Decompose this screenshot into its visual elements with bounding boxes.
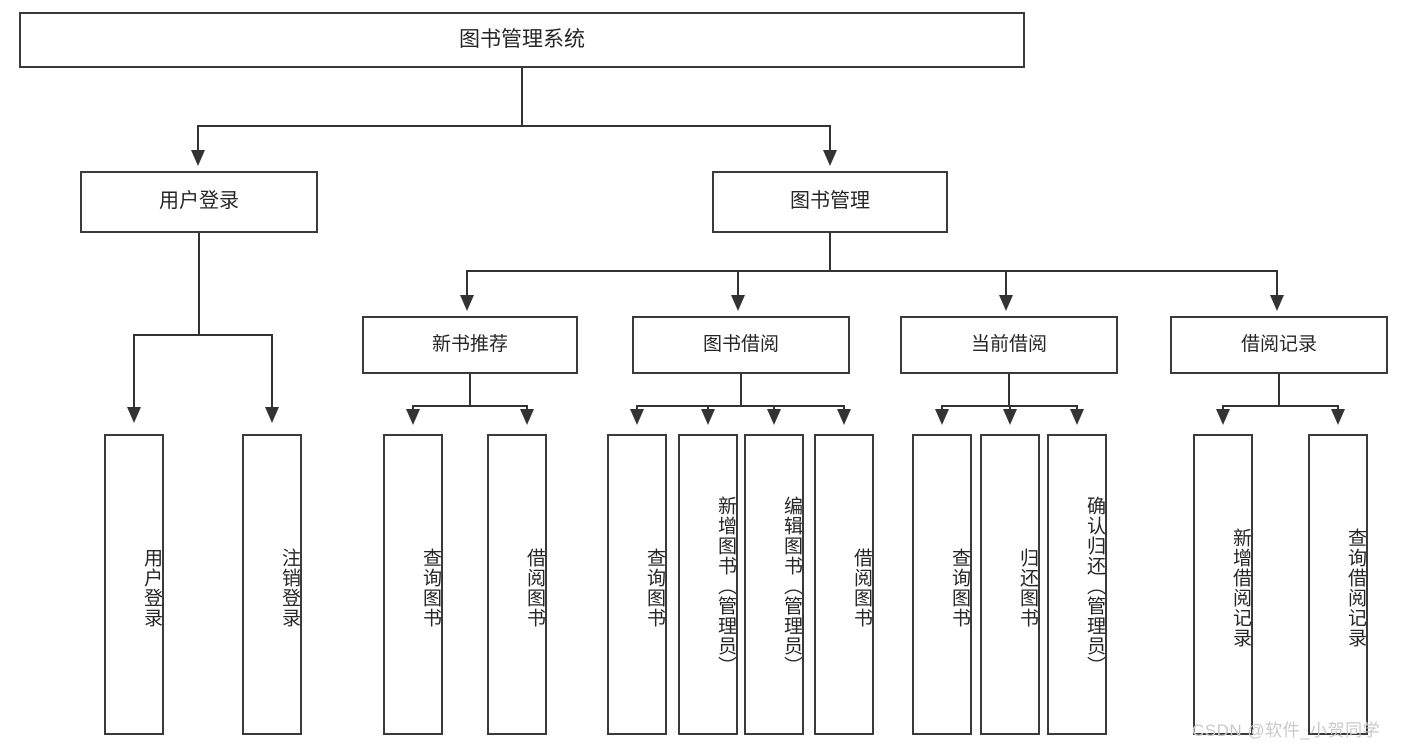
node-label: 确认归还（管理员）: [1084, 495, 1105, 676]
arrow-current-borrow-to-leaf-0: [935, 409, 949, 425]
connector-current-borrow-stem: [1008, 374, 1010, 406]
arrow-borrow-record-to-leaf-1: [1331, 409, 1345, 425]
arrow-bm-to-borrow-record: [1270, 295, 1284, 311]
node-label: 图书管理: [790, 190, 870, 213]
connector-book-borrow-stem: [740, 374, 742, 406]
leaf-book-borrow-3[interactable]: 借阅图书: [814, 434, 874, 735]
connector-bm-to-current-borrow: [1005, 270, 1007, 297]
node-label: 借阅图书: [524, 547, 545, 628]
node-label: 注销登录: [279, 547, 300, 628]
connector-new-book-to-leaf-0: [412, 405, 414, 410]
connector-book-borrow-to-leaf-0: [636, 405, 638, 410]
arrow-root-to-book-management: [823, 150, 837, 166]
arrow-borrow-record-to-leaf-0: [1216, 409, 1230, 425]
node-current-borrow[interactable]: 当前借阅: [900, 316, 1118, 374]
connector-user-login-stem: [198, 233, 200, 336]
arrow-book-borrow-to-leaf-2: [767, 409, 781, 425]
node-label: 图书借阅: [702, 333, 779, 355]
node-label: 查询借阅记录: [1345, 527, 1366, 648]
connector-current-borrow-to-leaf-0: [941, 405, 943, 410]
node-book-management[interactable]: 图书管理: [712, 171, 948, 233]
arrow-bm-to-current-borrow: [999, 295, 1013, 311]
arrow-book-borrow-to-leaf-1: [701, 409, 715, 425]
arrow-new-book-to-leaf-1: [520, 409, 534, 425]
arrow-user-login-to-leaf-1: [265, 407, 279, 423]
connector-book-management-stem: [829, 233, 831, 271]
connector-borrow-record-to-leaf-0: [1222, 405, 1224, 410]
node-label: 查询图书: [420, 547, 441, 628]
connector-book-borrow-to-leaf-1: [707, 405, 709, 410]
node-label: 新书推荐: [431, 333, 508, 355]
leaf-current-borrow-1[interactable]: 归还图书: [980, 434, 1040, 735]
arrow-bm-to-book-borrow: [731, 295, 745, 311]
node-label: 图书管理系统: [459, 27, 585, 51]
leaf-borrow-record-1[interactable]: 查询借阅记录: [1308, 434, 1368, 735]
connector-bm-to-book-borrow: [737, 270, 739, 297]
node-label: 用户登录: [159, 190, 239, 213]
arrow-current-borrow-to-leaf-1: [1003, 409, 1017, 425]
connector-new-book-to-leaf-1: [526, 405, 528, 410]
node-label: 查询图书: [949, 547, 970, 628]
node-label: 当前借阅: [970, 333, 1047, 355]
leaf-user-login-1[interactable]: 注销登录: [242, 434, 302, 735]
arrow-root-to-user-login: [191, 150, 205, 166]
leaf-new-book-0[interactable]: 查询图书: [383, 434, 443, 735]
connector-borrow-record-stem: [1278, 374, 1280, 406]
arrow-book-borrow-to-leaf-3: [837, 409, 851, 425]
connector-book-borrow-bus: [636, 405, 844, 407]
node-book-borrow[interactable]: 图书借阅: [632, 316, 850, 374]
connector-user-login-to-leaf-1: [271, 334, 273, 409]
node-label: 借阅记录: [1240, 333, 1317, 355]
node-borrow-record[interactable]: 借阅记录: [1170, 316, 1388, 374]
node-label: 查询图书: [644, 547, 665, 628]
connector-current-borrow-to-leaf-2: [1076, 405, 1078, 410]
leaf-book-borrow-1[interactable]: 新增图书（管理员）: [678, 434, 738, 735]
arrow-bm-to-new-book: [460, 295, 474, 311]
arrow-new-book-to-leaf-0: [406, 409, 420, 425]
leaf-borrow-record-0[interactable]: 新增借阅记录: [1193, 434, 1253, 735]
connector-user-login-to-leaf-0: [133, 334, 135, 409]
connector-root-to-user-login: [197, 125, 199, 152]
csdn-watermark: CSDN @软件_小贺同学: [1192, 721, 1381, 740]
arrow-user-login-to-leaf-0: [127, 407, 141, 423]
leaf-current-borrow-2[interactable]: 确认归还（管理员）: [1047, 434, 1107, 735]
leaf-book-borrow-0[interactable]: 查询图书: [607, 434, 667, 735]
connector-new-book-stem: [469, 374, 471, 406]
connector-current-borrow-to-leaf-1: [1009, 405, 1011, 410]
node-user-login[interactable]: 用户登录: [80, 171, 318, 233]
node-new-book-recommend[interactable]: 新书推荐: [362, 316, 578, 374]
connector-new-book-bus: [412, 405, 528, 407]
connector-bm-to-new-book: [466, 270, 468, 297]
connector-user-login-bus: [133, 334, 272, 336]
connector-book-borrow-to-leaf-2: [773, 405, 775, 410]
arrow-book-borrow-to-leaf-0: [630, 409, 644, 425]
leaf-user-login-0[interactable]: 用户登录: [104, 434, 164, 735]
connector-book-management-bus: [466, 270, 1278, 272]
node-label: 归还图书: [1017, 547, 1038, 628]
connector-borrow-record-bus: [1222, 405, 1339, 407]
connector-borrow-record-to-leaf-1: [1337, 405, 1339, 410]
leaf-current-borrow-0[interactable]: 查询图书: [912, 434, 972, 735]
node-label: 新增借阅记录: [1230, 527, 1251, 648]
leaf-book-borrow-2[interactable]: 编辑图书（管理员）: [744, 434, 804, 735]
connector-root-stem: [521, 68, 523, 125]
leaf-new-book-1[interactable]: 借阅图书: [487, 434, 547, 735]
connector-root-bus: [197, 125, 831, 127]
node-label: 新增图书（管理员）: [715, 495, 736, 676]
node-label: 借阅图书: [851, 547, 872, 628]
connector-bm-to-borrow-record: [1276, 270, 1278, 297]
connector-root-to-book-management: [829, 125, 831, 152]
node-root-book-management-system[interactable]: 图书管理系统: [19, 12, 1025, 68]
connector-book-borrow-to-leaf-3: [843, 405, 845, 410]
arrow-current-borrow-to-leaf-2: [1070, 409, 1084, 425]
node-label: 用户登录: [141, 547, 162, 628]
node-label: 编辑图书（管理员）: [781, 495, 802, 676]
